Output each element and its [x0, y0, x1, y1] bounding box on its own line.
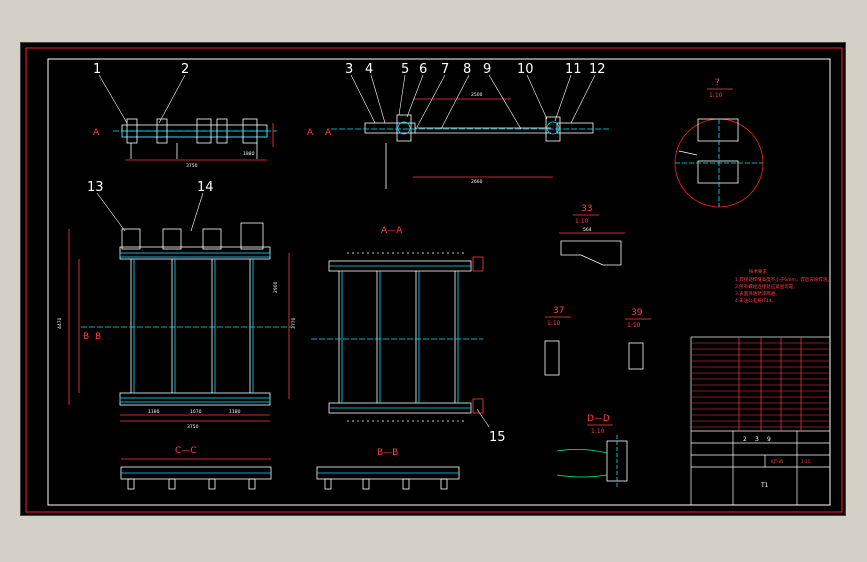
detail-39-scale: 1:10 — [627, 322, 641, 329]
detail-dd-id: D—D — [587, 414, 610, 424]
detail-circle-view — [674, 118, 764, 208]
dim-front-spacing-3: 1180 — [229, 409, 241, 415]
detail-39 — [628, 342, 644, 370]
section-mark-b-right: B — [95, 332, 101, 342]
drawing-canvas: 3750 1880 2500 2660 ? 1:10 — [25, 47, 843, 513]
title-sheet: 1:10 — [801, 459, 810, 464]
detail-main-id: ? — [715, 78, 720, 88]
note-2: 2.所有螺栓连接处应紧固可靠。 — [735, 283, 798, 290]
dim-side-span: 2500 — [471, 92, 483, 98]
dim-front-width: 3750 — [187, 424, 199, 430]
detail-33-id: 33 — [581, 204, 592, 214]
detail-33 — [559, 232, 625, 266]
balloon-4: 4 — [365, 62, 373, 77]
dim-side-total: 2660 — [471, 179, 483, 185]
tech-notes: 技术要求 1.焊接处焊缝高度不小于6mm，焊后去除焊渣。 2.所有螺栓连接处应紧… — [735, 268, 832, 304]
dim-top-right: 1880 — [243, 151, 255, 157]
section-cc-view — [120, 458, 272, 490]
note-1: 1.焊接处焊缝高度不小于6mm，焊后去除焊渣。 — [735, 276, 832, 283]
note-3: 3.表面涂防锈漆两遍。 — [735, 290, 780, 297]
detail-37-id: 37 — [553, 306, 564, 316]
section-mark-a-mid: A — [325, 128, 332, 138]
section-aa-title: A—A — [381, 226, 403, 236]
balloon-11: 11 — [565, 62, 582, 77]
cad-viewport[interactable]: 3750 1880 2500 2660 ? 1:10 — [20, 42, 846, 516]
balloon-12: 12 — [589, 62, 606, 77]
balloon-8: 8 — [463, 62, 471, 77]
section-bb-view — [316, 466, 460, 490]
section-mark-b-left: B — [83, 332, 89, 342]
dim-front-spacing-2: 1070 — [190, 409, 202, 415]
detail-main-scale: 1:10 — [709, 92, 723, 99]
dim-top-width: 3750 — [186, 163, 198, 169]
dim-front-side-h: 2900 — [273, 281, 279, 293]
detail-37-scale: 1:10 — [547, 320, 561, 327]
section-cc-title: C—C — [175, 446, 197, 456]
bom-rows — [691, 342, 830, 428]
detail-39-id: 39 — [631, 308, 643, 318]
balloon-9: 9 — [483, 62, 491, 77]
balloon-10: 10 — [517, 62, 534, 77]
title-scale-c: 9 — [767, 436, 771, 443]
balloon-7: 7 — [441, 62, 449, 77]
front-view — [68, 222, 293, 422]
balloon-5: 5 — [401, 62, 409, 77]
balloon-13: 13 — [87, 180, 104, 195]
balloon-leaders — [96, 74, 596, 428]
inner-frame — [47, 58, 831, 506]
dim-front-height: 4470 — [57, 317, 63, 329]
balloon-15: 15 — [489, 430, 506, 445]
balloon-1: 1 — [93, 62, 101, 77]
balloon-2: 2 — [181, 62, 189, 77]
detail-37 — [544, 340, 560, 376]
section-mark-a-left: A — [93, 128, 100, 138]
dim-detail-len: 564 — [583, 227, 592, 233]
detail-dd-scale: 1:10 — [591, 428, 605, 435]
balloon-14: 14 — [197, 180, 214, 195]
dim-front-right-h: 3770 — [291, 317, 297, 329]
balloon-3: 3 — [345, 62, 353, 77]
side-view — [331, 98, 611, 189]
detail-33-scale: 1:10 — [575, 218, 589, 225]
notes-title: 技术要求 — [749, 268, 767, 275]
dim-front-spacing-1: 1180 — [148, 409, 160, 415]
title-code: KJT-85 — [771, 459, 784, 464]
balloon-6: 6 — [419, 62, 427, 77]
section-bb-title: B—B — [377, 448, 398, 458]
title-drawing-name: T1 — [760, 482, 769, 489]
section-aa-view — [311, 252, 484, 422]
outer-frame — [25, 47, 843, 513]
section-mark-a-right: A — [307, 128, 314, 138]
title-scale-b: 3 — [755, 436, 759, 443]
title-scale-a: 2 — [743, 436, 747, 443]
top-left-view — [113, 118, 277, 161]
detail-dd — [556, 435, 628, 487]
note-4: 4.未注公差按IT14。 — [735, 297, 776, 304]
